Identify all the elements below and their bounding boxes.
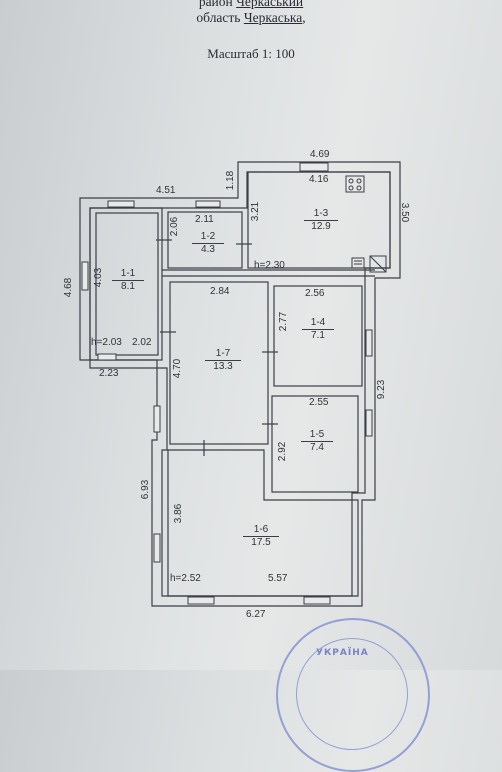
dim-room-1-3-height: 3.21 [250,201,262,222]
window [187,596,215,605]
dim-room-1-7-height: 4.70 [172,358,184,379]
dim-h-2-30: h=2.30 [254,260,285,271]
window [153,405,161,433]
room-id: 1-1 [112,268,144,281]
window [303,596,331,605]
dim-room-1-2-height: 2.06 [169,216,181,237]
dim-bottom-left: 2.23 [99,368,119,379]
inner-outline [89,171,391,597]
wall-room-1-5 [271,395,359,493]
wall-room-1-4 [273,285,363,387]
dim-right-1-3: 3.50 [399,202,411,223]
room-id: 1-3 [304,208,338,221]
stamp-text: УКРАЇНА [316,648,369,658]
room-area: 13.3 [213,361,233,372]
room-1-3-label: 1-3 12.9 [304,208,338,233]
dim-room-1-4-width: 2.56 [305,288,325,299]
dim-bottom-outer: 6.27 [246,609,266,620]
room-1-4-label: 1-4 7.1 [302,317,334,342]
window [299,162,329,172]
dim-room-1-5-height: 2.92 [277,441,289,462]
district-prefix: район [198,0,237,9]
wall-room-1-7 [169,281,269,445]
room-area: 7.1 [311,330,325,341]
room-1-5-label: 1-5 7.4 [301,429,333,454]
official-stamp: УКРАЇНА [276,618,430,772]
dim-h-2-52: h=2.52 [170,573,201,584]
room-area: 7.4 [310,442,324,453]
region-prefix: область [196,10,244,25]
room-area: 17.5 [251,537,271,548]
region-name: Черкаська [243,10,303,25]
dim-top-1-3: 4.69 [310,149,330,160]
wall-room-1-6 [167,449,359,597]
window [97,353,117,361]
room-area: 12.9 [311,221,331,232]
wall-room-1-3 [247,171,391,269]
dim-h-2-03: h=2.03 [91,337,122,348]
dim-room-1-6-height: 3.86 [173,503,185,524]
dim-room-1-6-width: 5.57 [268,573,288,584]
scale-label: Масштаб 1: 100 [207,46,295,61]
room-1-7-label: 1-7 13.3 [205,348,241,373]
region-suffix: , [302,10,306,25]
room-1-2-label: 1-2 4.3 [192,231,224,256]
dim-right-outer: 9.23 [376,379,388,400]
dim-left-outer: 4.68 [63,277,75,298]
dim-inner-1-3: 4.16 [309,174,329,185]
dim-top-left: 4.51 [156,185,176,196]
room-id: 1-4 [302,317,334,330]
wall-room-1-1 [89,207,163,361]
window [365,409,373,437]
dim-left-lower: 6.93 [140,479,152,500]
window [195,200,221,208]
dim-offset: 1.18 [225,170,237,191]
dim-room-1-1-width: 2.02 [132,337,152,348]
district-name: Черкаський [236,0,304,9]
outer-wall [79,161,401,607]
wall-room-1-1-inner [95,212,159,356]
dim-room-1-2-width: 2.11 [195,214,214,225]
room-id: 1-5 [301,429,333,442]
room-1-6-label: 1-6 17.5 [243,524,279,549]
dim-room-1-4-height: 2.77 [278,311,290,332]
dim-room-1-1-height: 4.03 [93,267,105,288]
room-id: 1-7 [205,348,241,361]
dim-room-1-5-width: 2.55 [309,397,329,408]
window [153,533,161,563]
corridor-wall [162,269,375,277]
floor-plan [79,161,401,607]
stove-icon [345,175,365,193]
room-area: 4.3 [201,244,215,255]
dim-room-1-7-width: 2.84 [210,286,230,297]
district-line: район Черкаський [0,0,502,10]
region-line: область Черкаська, [0,10,502,26]
room-id: 1-2 [192,231,224,244]
boiler-icon [351,255,387,273]
window [365,329,373,357]
room-area: 8.1 [121,281,135,292]
window [107,200,135,208]
window [81,261,89,291]
room-id: 1-6 [243,524,279,537]
room-1-1-label: 1-1 8.1 [112,268,144,293]
